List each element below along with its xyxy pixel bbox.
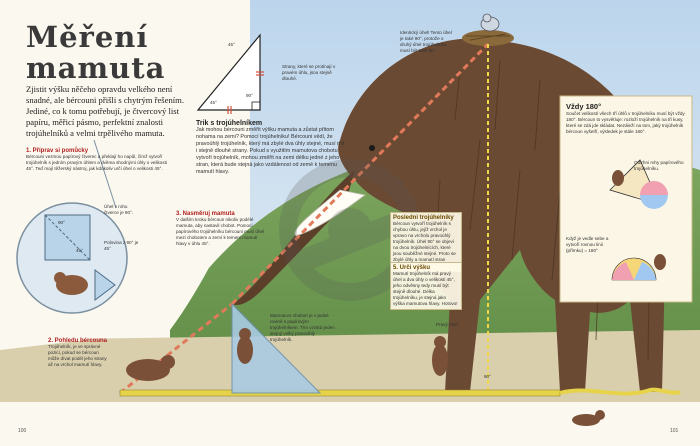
page-title: Měření mamuta [26, 22, 165, 84]
paper-triangle [231, 302, 322, 394]
step1-block: 1. Příprav si pomůcky Bércouni vezmou pa… [26, 148, 176, 172]
trick-block: Trik s trojúhelníkem Jak mohou bércouni … [196, 120, 346, 176]
vzdy-note-bottom: Když je vedle sebe a vytvoří rovnou lini… [566, 236, 609, 253]
trick-heading: Trik s trojúhelníkem [196, 120, 263, 127]
step3-heading: 3. Nasměruj mamuta [176, 211, 235, 217]
step5-text: Mamutí trojúhelník má pravý úhel a dva ú… [393, 271, 458, 306]
shrew-characters [126, 328, 605, 426]
step2-text: Trojúhelník, je ve správné pozici, pokud… [48, 344, 107, 367]
nest-with-bird [462, 13, 514, 46]
circle-note-half: Polovina z 90° je 45° [104, 240, 139, 251]
mammoth-tusk [294, 189, 366, 237]
step2-block: 2. Pohledu bércouna Trojúhelník, je ve s… [48, 338, 110, 368]
angle-90-small: 90° [484, 374, 491, 379]
step1-text: Bércouni vezmou papírový čtverec a překl… [26, 154, 167, 171]
vzdy-block: Vždy 180° Součet velikostí všech tří úhl… [566, 102, 688, 135]
title-line-2: mamuta [26, 51, 166, 85]
measuring-tape [119, 389, 561, 397]
intro-paragraph: Zjistit výšku něčeho opravdu velkého nen… [26, 84, 184, 138]
trick-angle-45-bottom: 45° [210, 100, 217, 105]
title-line-1: Měření [26, 20, 149, 54]
hypotenuse-line [230, 42, 490, 306]
page-number-right: 101 [670, 428, 679, 434]
angle-pie-diagrams [609, 159, 668, 281]
trunk-note: Mamutovo chobotí je v jedné rovině s pap… [270, 313, 335, 342]
vzdy-note-top: Odtrhni rohy papírového trojúhelníku. [634, 160, 684, 171]
tape-end [559, 387, 681, 396]
trick-angle-90: 90° [246, 93, 253, 98]
step2-heading: 2. Pohledu bércouna [48, 338, 108, 344]
step5-block: 5. Urči výšku Mamutí trojúhelník má prav… [390, 262, 462, 310]
identical-angle-note: Identický úhel! Tento úhel je také 90°, … [400, 30, 452, 53]
right-angle-label: Pravý úhel [436, 322, 458, 327]
trick-text: Jak mohou bércouni změřit výšku mamuta a… [196, 127, 345, 175]
circle-note-right-angle: Úhel v rohu čtverce je 90°. [104, 204, 134, 215]
vzdy-heading: Vždy 180° [566, 102, 602, 111]
step1-heading: 1. Příprav si pomůcky [26, 148, 89, 154]
trick-sides-note: Strany, které se protínají v pravém úhlu… [282, 64, 336, 81]
step3-block: 3. Nasměruj mamuta V dalším kroku bércou… [176, 211, 266, 247]
circle-angle-45: 45° [76, 248, 83, 253]
magnifier-circle [16, 139, 128, 314]
trick-angle-45-top: 45° [228, 42, 235, 47]
step4-heading: Posledni trojúhelníky [393, 215, 454, 221]
mammoth-eye [369, 145, 375, 151]
circle-angle-90: 90° [58, 220, 65, 225]
page-number-left: 100 [18, 428, 27, 434]
step5-heading: 5. Urči výšku [393, 265, 431, 271]
step3-text: V dalším kroku bércoun nikoliv podélé ma… [176, 217, 265, 246]
vzdy-text: Součet velikostí všech tří úhlů v trojúh… [566, 111, 685, 134]
trick-triangle-diagram [196, 33, 264, 114]
